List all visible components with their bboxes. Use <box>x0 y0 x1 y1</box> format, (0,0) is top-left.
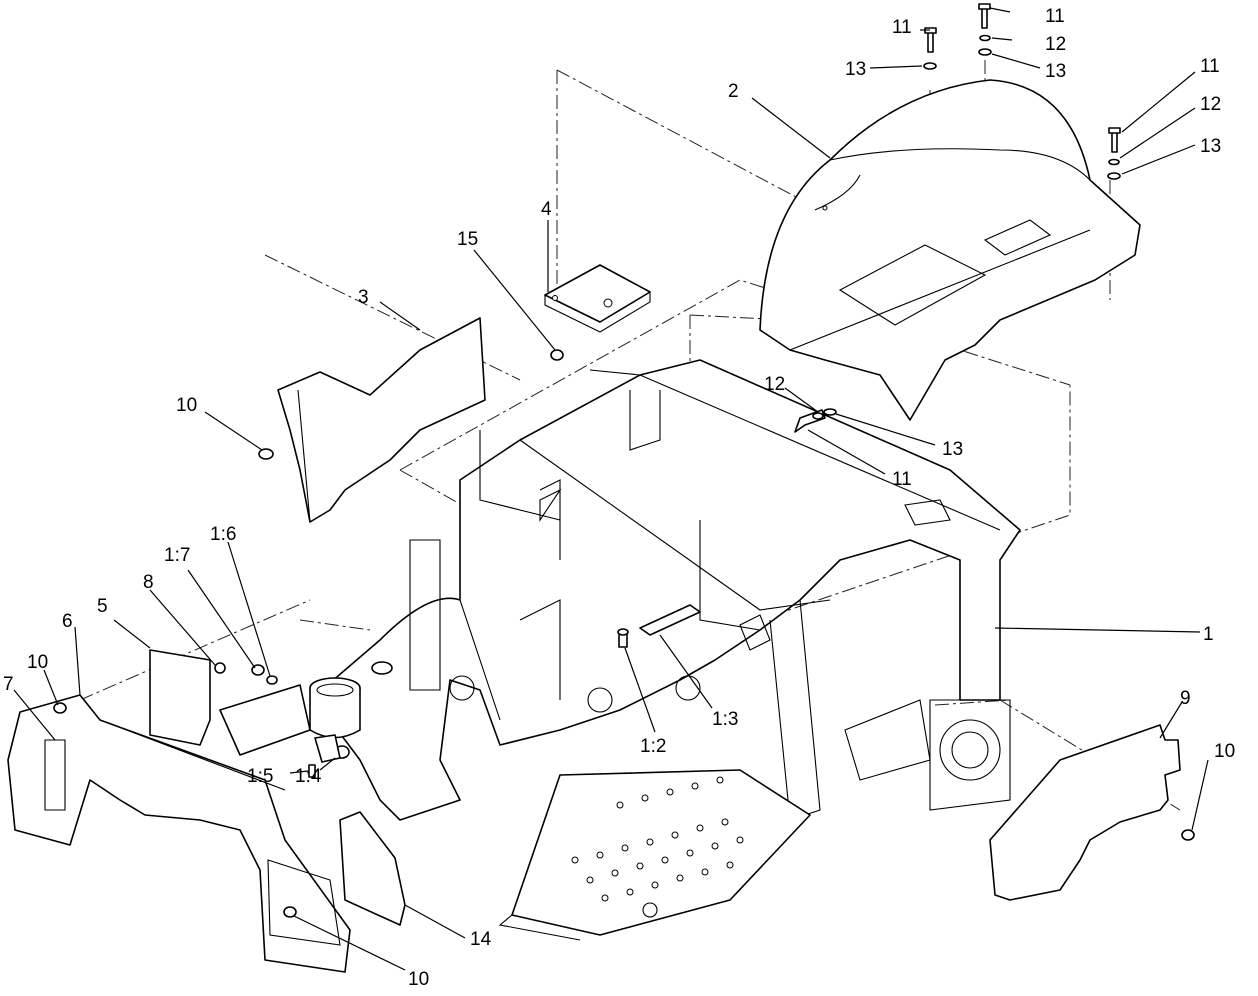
callout-11-a: 11 <box>892 469 912 490</box>
part-2-hood <box>759 79 1141 421</box>
callout-7: 7 <box>3 674 14 695</box>
part-3-side-panel <box>277 317 486 523</box>
part-1-3-plate <box>639 604 701 636</box>
part-6-front-panel <box>7 694 351 973</box>
part-1-4-fitting <box>314 734 350 763</box>
callout-1-4: 1:4 <box>295 766 322 787</box>
callout-11-c: 11 <box>1045 6 1065 27</box>
callout-10-b: 10 <box>27 652 48 673</box>
callout-1: 1 <box>1203 624 1214 645</box>
callout-13-d: 13 <box>1200 136 1221 157</box>
callout-11-d: 11 <box>1200 56 1220 77</box>
callout-10-c: 10 <box>1214 741 1235 762</box>
part-1-footplate <box>498 769 811 941</box>
callout-12-b: 12 <box>1045 34 1066 55</box>
callout-8: 8 <box>143 572 154 593</box>
callout-11-b: 11 <box>892 17 912 38</box>
part-1-frame <box>309 359 1021 821</box>
part-8-nut <box>214 662 226 674</box>
callout-4: 4 <box>541 199 552 220</box>
part-1-2-pin <box>617 628 629 648</box>
callout-13-c: 13 <box>1045 61 1066 82</box>
footplate-holes <box>571 776 744 902</box>
callout-1-6: 1:6 <box>210 524 236 545</box>
callout-10-a: 10 <box>176 395 197 416</box>
leader-lines <box>13 7 1209 971</box>
part-14-panel <box>339 811 406 926</box>
part-1-5-screw <box>308 764 316 778</box>
callout-14: 14 <box>470 929 492 950</box>
callout-13-b: 13 <box>845 59 866 80</box>
callout-1-2: 1:2 <box>640 736 666 757</box>
callout-12-c: 12 <box>1200 94 1221 115</box>
callout-3: 3 <box>358 287 369 308</box>
callout-13-a: 13 <box>942 439 963 460</box>
part-1-6-bolt <box>266 675 278 685</box>
part-5-panel <box>149 649 211 746</box>
part-15-nut <box>550 349 564 361</box>
part-9-side-panel <box>989 724 1181 901</box>
callout-10-d: 10 <box>408 969 429 990</box>
callout-9: 9 <box>1180 688 1191 709</box>
callout-15: 15 <box>457 229 478 250</box>
callout-5: 5 <box>97 596 108 617</box>
callout-1-5: 1:5 <box>247 766 273 787</box>
callout-12-a: 12 <box>764 374 785 395</box>
callouts: 1 2 3 4 15 10 12 13 11 11 13 11 12 13 11… <box>3 6 1235 990</box>
callout-2: 2 <box>728 81 739 102</box>
hardware <box>53 3 1195 918</box>
callout-1-7: 1:7 <box>164 545 190 566</box>
callout-1-3: 1:3 <box>712 709 738 730</box>
callout-6: 6 <box>62 611 73 632</box>
part-4-bracket <box>544 264 651 333</box>
